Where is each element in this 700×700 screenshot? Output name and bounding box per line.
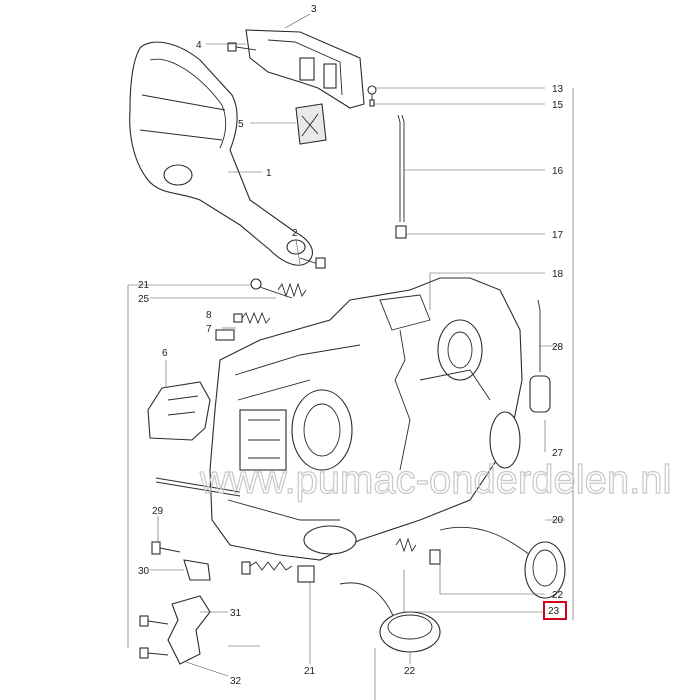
callout-18: 17	[552, 230, 564, 241]
callout-30: 31	[230, 608, 242, 619]
callout-6: 6	[162, 348, 168, 359]
bolts	[151, 541, 315, 583]
callout-15: 13	[552, 84, 564, 95]
callout-21-bottom: 22	[404, 666, 416, 677]
callout-27: 28	[552, 342, 564, 353]
callout-25: 25	[138, 294, 150, 305]
leader-lines	[150, 13, 565, 677]
fuel-filter	[529, 299, 551, 413]
callout-13: 21	[304, 666, 316, 677]
throttle-rod	[367, 85, 407, 239]
callout-2: 2	[292, 228, 298, 239]
callout-16: 15	[552, 100, 564, 111]
callout-20: 18	[552, 269, 564, 280]
caps	[339, 526, 566, 653]
callout-23: 23	[548, 606, 560, 617]
callout-22-right: 22	[552, 590, 564, 601]
screw-2	[299, 257, 326, 269]
callout-31: 32	[230, 676, 242, 687]
callout-29: 30	[138, 566, 150, 577]
crankcase-housing	[209, 277, 523, 561]
right-frame	[127, 88, 574, 700]
bracket-6	[147, 381, 211, 441]
bar-stud	[155, 477, 241, 497]
highlight-box-23	[543, 601, 567, 620]
callout-4: 4	[196, 40, 202, 51]
callouts: 4 3 5 1 2 13 15 16 17 18 28 27 20 22 23 …	[138, 4, 567, 687]
filter-5	[295, 103, 327, 145]
highlight-23	[403, 570, 544, 613]
callout-1: 1	[266, 168, 272, 179]
callout-17: 16	[552, 166, 564, 177]
watermark-text: www.pumac-onderdelen.nl	[199, 458, 671, 502]
callout-8: 8	[206, 310, 212, 321]
callout-3: 3	[311, 4, 317, 15]
chain-brake-handle	[129, 41, 313, 266]
callout-21-right: 20	[552, 515, 564, 526]
callout-28: 29	[152, 506, 164, 517]
callout-5: 5	[238, 119, 244, 130]
plate-30	[139, 595, 211, 665]
springs	[215, 278, 307, 341]
callout-26: 27	[552, 448, 564, 459]
top-cover	[245, 29, 365, 109]
callout-22-left: 21	[138, 280, 150, 291]
screw-4	[227, 42, 257, 52]
callout-7: 7	[206, 324, 212, 335]
